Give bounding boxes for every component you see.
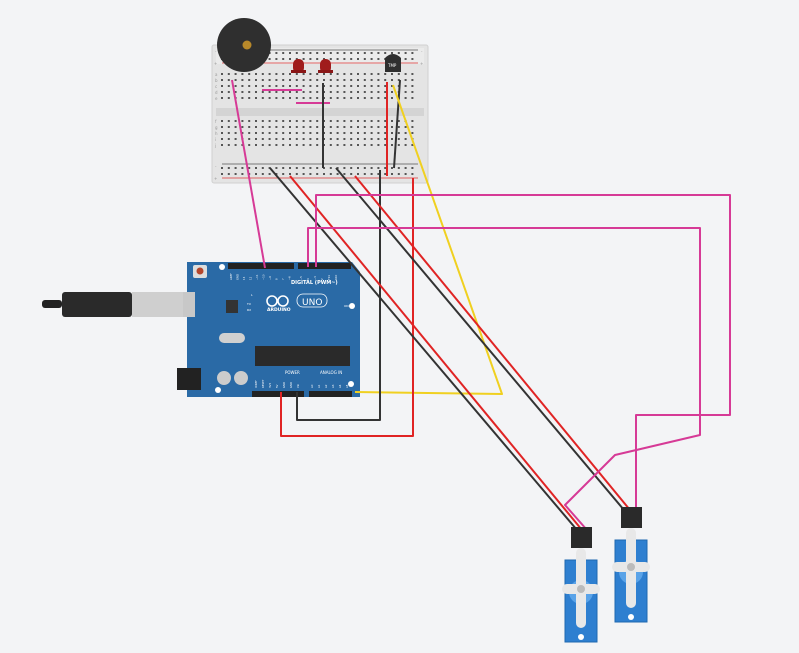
- row-letter: h: [215, 131, 218, 136]
- led-red[interactable]: [318, 59, 333, 73]
- wire-red-power[interactable]: [280, 178, 414, 437]
- rail-plus-label: +: [214, 176, 217, 181]
- servo-motor-right[interactable]: [612, 507, 650, 623]
- digital-pin-label: 12: [249, 276, 253, 280]
- row-letter: c: [215, 84, 217, 89]
- temperature-sensor[interactable]: TMP: [385, 54, 401, 72]
- servo-motor-left[interactable]: [562, 527, 600, 643]
- wire-red-servo-left[interactable]: [289, 175, 583, 531]
- analog-pin-label: A1: [317, 384, 321, 388]
- analog-header-label: ANALOG IN: [320, 370, 342, 375]
- wire-black-ground[interactable]: [296, 170, 381, 421]
- breadboard-jumpers[interactable]: [262, 79, 401, 176]
- analog-pin-label: A3: [331, 384, 335, 388]
- digital-pin-label: 8: [275, 278, 279, 280]
- row-letter: j: [214, 143, 216, 148]
- led-label-rx: RX: [247, 308, 251, 312]
- power-pin-label: GND: [289, 382, 293, 388]
- board-model: UNO: [302, 298, 322, 308]
- digital-pin-label: ~5: [299, 276, 303, 280]
- power-pin-label: Vin: [296, 384, 300, 388]
- power-pin-label: RESET: [261, 379, 265, 388]
- jumper-wire-black: [393, 79, 401, 169]
- usb-connector: [132, 292, 187, 317]
- row-letter: f: [215, 119, 217, 124]
- analog-pin-label: A0: [310, 384, 314, 388]
- power-pin-label: 3V3: [268, 383, 272, 388]
- temp-sensor-label: TMP: [387, 63, 397, 68]
- row-letter: d: [215, 90, 218, 95]
- analog-pin-label: A4: [338, 384, 342, 388]
- arduino-logo-text: ARDUINO: [267, 307, 291, 313]
- digital-pin-label: TX1: [327, 275, 331, 280]
- power-pin-label: IOREF: [254, 380, 258, 388]
- row-letter: a: [215, 72, 218, 77]
- analog-pin-label: A2: [324, 384, 328, 388]
- rail-minus-label: -: [215, 164, 217, 169]
- wire-black-servo-right[interactable]: [335, 167, 625, 511]
- row-letter: b: [215, 78, 218, 83]
- led-label-l: L: [251, 293, 253, 297]
- wire-magenta-buzzer[interactable]: [231, 79, 266, 269]
- row-letter: i: [215, 137, 216, 142]
- wire-yellow-sensor[interactable]: [354, 84, 503, 395]
- digital-pin-label: 13: [242, 276, 246, 280]
- digital-pin-label: ~3: [313, 276, 317, 280]
- wire-red-servo-right[interactable]: [354, 175, 631, 511]
- arduino-uno[interactable]: DIGITAL (PWM~) ARDUINO UNO L TX RX ON PO…: [42, 262, 360, 397]
- usb-plug: [62, 292, 132, 317]
- row-letter: e: [215, 96, 218, 101]
- digital-pin-label: ~6: [288, 276, 292, 280]
- digital-pin-label: GND: [236, 274, 240, 280]
- digital-pin-label: 2: [320, 278, 324, 280]
- usb-cable: [42, 300, 62, 308]
- digital-pin-label: ~9: [268, 276, 272, 280]
- power-pin-label: GND: [282, 382, 286, 388]
- digital-pin-label: RX0: [334, 274, 338, 280]
- digital-pin-label: ~10: [262, 274, 266, 280]
- rail-plus-label: +: [214, 61, 217, 66]
- rail-minus-label: -: [421, 49, 423, 54]
- piezo-buzzer[interactable]: [217, 18, 271, 72]
- wires: [231, 79, 731, 531]
- led-label-tx: TX: [246, 302, 251, 306]
- power-jack: [177, 368, 201, 390]
- row-letter: g: [215, 125, 218, 130]
- led-red[interactable]: [291, 59, 306, 73]
- digital-pin-label: 7: [281, 278, 285, 280]
- digital-pin-label: AREF: [229, 273, 233, 280]
- microcontroller-chip: [255, 346, 350, 366]
- digital-header-label: DIGITAL (PWM~): [291, 280, 338, 286]
- wire-magenta-servo-left[interactable]: [307, 227, 701, 531]
- rail-minus-label: -: [215, 49, 217, 54]
- led-label-on: ON: [344, 304, 349, 308]
- digital-pin-label: ~11: [255, 274, 259, 280]
- power-pin-label: 5V: [275, 384, 279, 388]
- analog-pin-label: A5: [345, 384, 349, 388]
- power-header-label: POWER: [285, 370, 300, 375]
- wire-magenta-servo-right[interactable]: [315, 194, 731, 510]
- digital-pin-label: 4: [306, 278, 310, 280]
- rail-plus-label: +: [420, 61, 423, 66]
